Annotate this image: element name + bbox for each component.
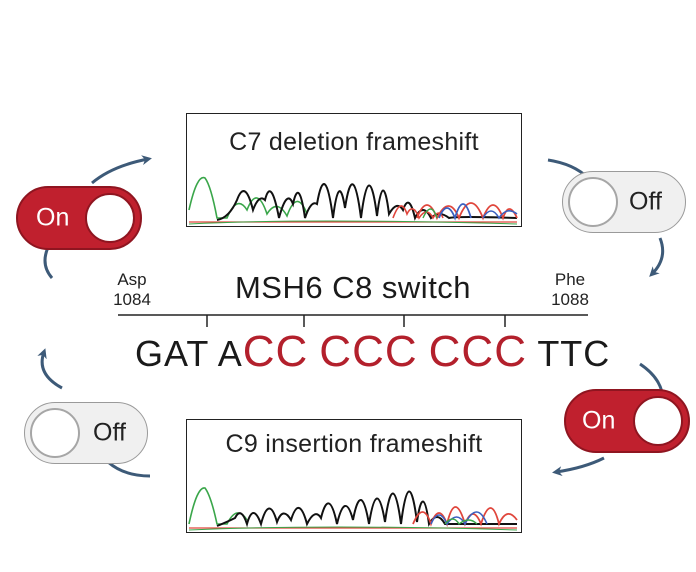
bottom-left-off-toggle[interactable]: Off [24, 402, 148, 464]
left-codon-label: Asp 1084 [104, 270, 160, 310]
bottom-chromatogram-panel: C9 insertion frameshift [186, 419, 522, 533]
left-codon-name: Asp [117, 270, 147, 289]
arrow-bottom-left [107, 460, 151, 478]
top-right-toggle-label: Off [629, 187, 662, 216]
bottom-right-on-toggle[interactable]: On [564, 389, 690, 453]
top-left-toggle-label: On [36, 203, 70, 232]
seq-segment-6 [418, 333, 429, 374]
top-panel-title: C7 deletion frameshift [229, 128, 479, 156]
switch-title: MSH6 C8 switch [234, 270, 472, 305]
right-codon-name: Phe [554, 270, 586, 289]
seq-segment-8: TTC [526, 333, 611, 374]
seq-segment-3: CC [242, 327, 309, 376]
seq-segment-7: CCC [428, 327, 527, 376]
seq-segment-4 [308, 333, 319, 374]
top-chromatogram-trace [188, 176, 518, 225]
bottom-left-toggle-label: Off [93, 418, 126, 447]
bottom-panel-title: C9 insertion frameshift [225, 430, 483, 458]
dna-sequence: GAT ACC CCC CCC TTC [135, 330, 610, 376]
top-right-off-toggle[interactable]: Off [562, 171, 686, 233]
arrow-right-up [639, 362, 664, 393]
top-left-toggle-knob [85, 193, 135, 243]
top-chromatogram-panel: C7 deletion frameshift [186, 113, 522, 227]
top-right-toggle-knob [568, 177, 618, 227]
bottom-chromatogram-trace [188, 487, 518, 531]
arrow-right-down [649, 237, 665, 277]
codon-ruler [118, 314, 588, 327]
bottom-left-toggle-knob [30, 408, 80, 458]
seq-segment-5: CCC [319, 327, 418, 376]
bottom-right-toggle-knob [633, 396, 683, 446]
arrow-bottom-right [552, 456, 605, 477]
left-codon-number: 1084 [113, 290, 151, 309]
bottom-right-toggle-label: On [582, 406, 616, 435]
arrow-left-up [37, 348, 63, 390]
seq-segment-1: GAT [135, 333, 218, 374]
right-codon-number: 1088 [551, 290, 589, 309]
top-left-on-toggle[interactable]: On [16, 186, 142, 250]
right-codon-label: Phe 1088 [540, 270, 600, 310]
arrow-top-left [91, 155, 152, 185]
seq-segment-2: A [217, 333, 243, 374]
